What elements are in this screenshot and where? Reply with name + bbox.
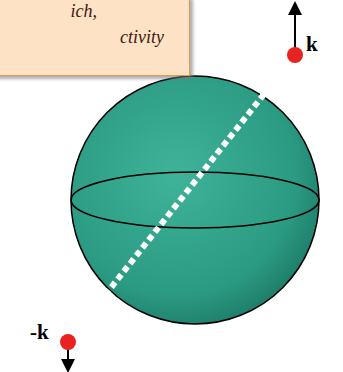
electron-dot bbox=[287, 47, 303, 63]
callout-box: ich, ctivity bbox=[0, 0, 190, 76]
diameter-line bbox=[68, 55, 295, 342]
sphere bbox=[71, 76, 319, 324]
momentum-arrow bbox=[294, 8, 296, 48]
momentum-arrow bbox=[67, 349, 69, 366]
momentum-label: -k bbox=[30, 322, 49, 343]
callout-text: ctivity bbox=[120, 27, 164, 49]
electron-dot bbox=[60, 334, 76, 350]
momentum-label: k bbox=[306, 34, 318, 55]
callout-text: ich, bbox=[71, 1, 98, 23]
